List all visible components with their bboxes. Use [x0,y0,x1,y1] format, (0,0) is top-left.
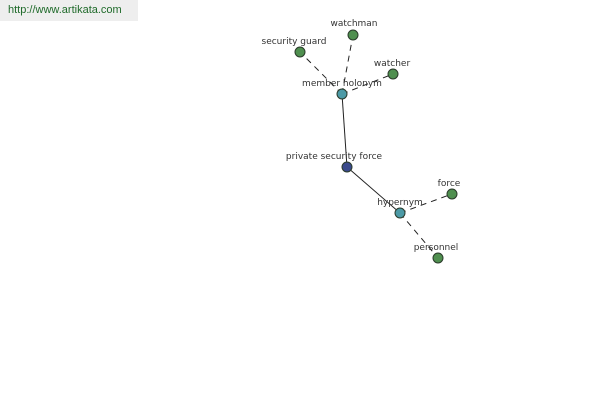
edge-layer [299,34,453,259]
edge-member-holonym-to-security-guard [299,51,343,95]
node-label-member-holonym[interactable]: member holonym [302,79,382,89]
node-label-hypernym[interactable]: hypernym [377,198,423,208]
node-watcher[interactable] [387,68,399,80]
edge-member-holonym-to-watcher [341,73,394,95]
edge-root-to-member-holonym [341,93,348,168]
node-member-holonym[interactable] [336,88,348,100]
node-force[interactable] [446,188,458,200]
node-root[interactable] [341,161,353,173]
label-layer: private security force member holonym hype… [262,19,461,253]
node-label-personnel[interactable]: personnel [414,243,459,253]
edge-hypernym-to-personnel [399,212,439,259]
node-label-watcher[interactable]: watcher [374,59,411,69]
node-security-guard[interactable] [294,46,306,58]
site-watermark: http://www.artikata.com [0,0,138,21]
edge-root-to-hypernym [346,166,401,214]
node-hypernym[interactable] [394,207,406,219]
node-label-watchman[interactable]: watchman [330,19,377,29]
node-label-force[interactable]: force [438,179,461,189]
edge-hypernym-to-force [399,193,453,214]
node-label-security-guard[interactable]: security guard [262,37,327,47]
node-label-root[interactable]: private security force [286,152,383,162]
node-layer [294,29,458,264]
site-link[interactable]: http://www.artikata.com [8,4,122,16]
node-watchman[interactable] [347,29,359,41]
node-personnel[interactable] [432,252,444,264]
